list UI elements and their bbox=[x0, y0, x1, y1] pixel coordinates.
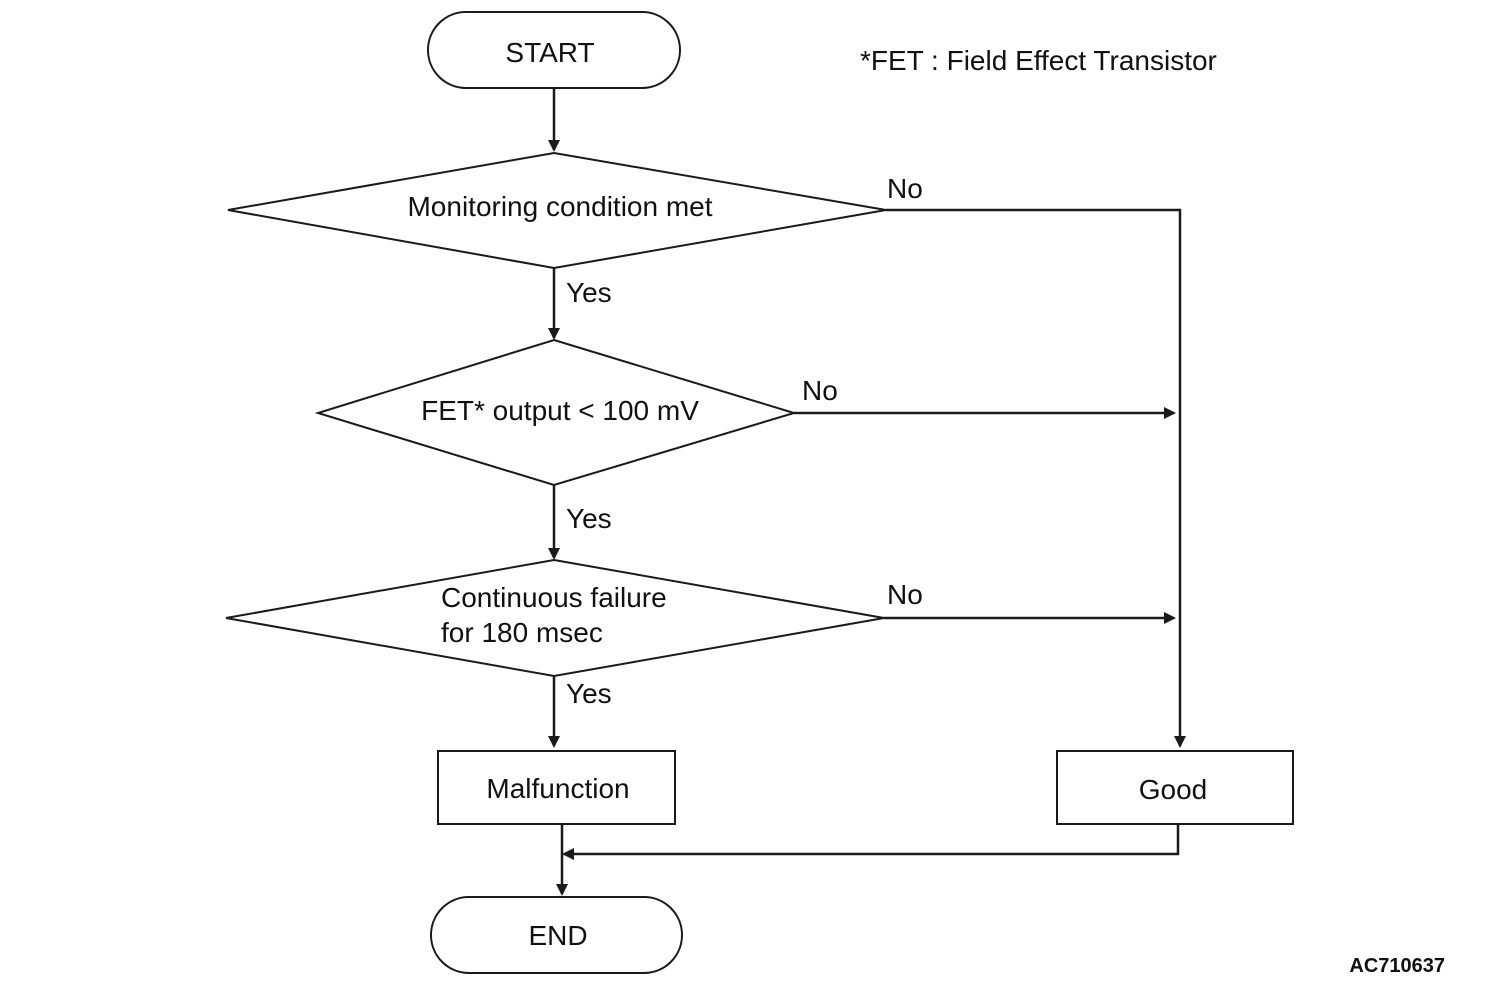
decision2-no-label: No bbox=[802, 375, 838, 406]
decision-fet-output: FET* output < 100 mV bbox=[314, 338, 798, 487]
decision-monitoring-condition: Monitoring condition met bbox=[227, 151, 887, 270]
footnote: *FET : Field Effect Transistor bbox=[860, 45, 1217, 76]
start-label: START bbox=[505, 37, 594, 68]
malfunction-box: Malfunction bbox=[437, 750, 676, 825]
decision1-no-label: No bbox=[887, 173, 923, 204]
decision3-label-line1: Continuous failure bbox=[441, 582, 667, 613]
good-label: Good bbox=[1139, 774, 1208, 805]
arrow-decision1-no bbox=[886, 208, 1186, 748]
malfunction-label: Malfunction bbox=[486, 773, 629, 804]
decision2-yes-label: Yes bbox=[566, 503, 612, 534]
decision3-yes-label: Yes bbox=[566, 678, 612, 709]
decision-continuous-failure: Continuous failure for 180 msec bbox=[225, 558, 885, 678]
figure-code: AC710637 bbox=[1349, 955, 1445, 977]
decision2-label: FET* output < 100 mV bbox=[421, 395, 699, 426]
end-label: END bbox=[528, 920, 587, 951]
decision1-yes-label: Yes bbox=[566, 277, 612, 308]
end-terminal: END bbox=[430, 896, 683, 974]
decision3-no-label: No bbox=[887, 579, 923, 610]
decision3-label-line2: for 180 msec bbox=[441, 617, 603, 648]
decision1-label: Monitoring condition met bbox=[407, 191, 712, 222]
arrow-good-to-merge bbox=[562, 824, 1180, 860]
good-box: Good bbox=[1056, 750, 1294, 825]
start-terminal: START bbox=[427, 11, 681, 89]
